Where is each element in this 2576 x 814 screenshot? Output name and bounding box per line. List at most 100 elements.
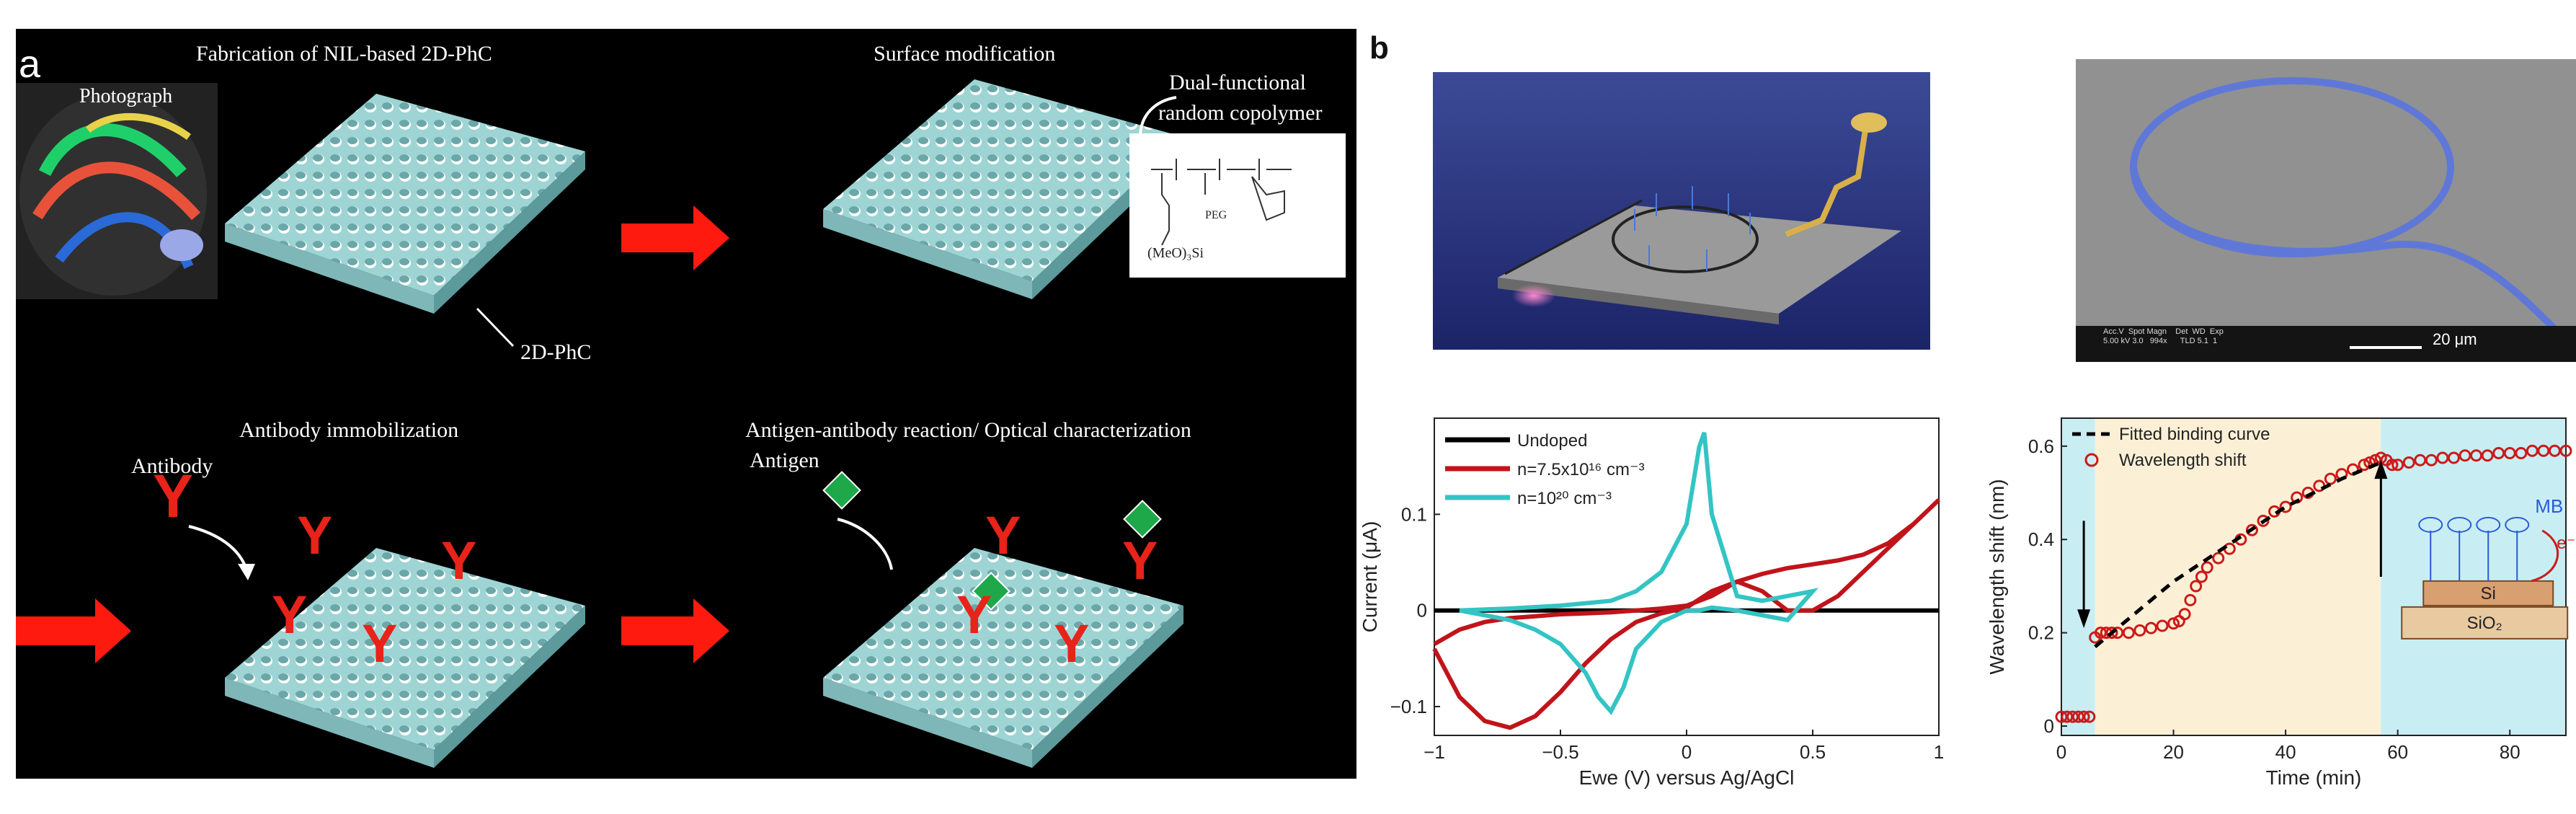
copolymer-structure <box>1129 133 1346 278</box>
inset-mb-label: MB <box>2535 495 2563 517</box>
data-point <box>2077 710 2090 723</box>
x-tick-label: 0.5 <box>1800 741 1826 763</box>
data-point <box>2195 570 2208 583</box>
data-point <box>2144 621 2157 634</box>
phc-label: 2D-PhC <box>520 340 592 364</box>
copolymer-label-2: random copolymer <box>1158 101 1323 125</box>
panel-a: a Photograph Fabrication of NIL-based 2D… <box>16 29 1356 779</box>
antigen-label: Antigen <box>750 448 820 472</box>
antibody-glyph: Y <box>297 505 333 565</box>
inset-mb-ring <box>2476 516 2501 533</box>
inset-mb-ring <box>2447 516 2472 533</box>
process-arrow-3 <box>621 598 729 663</box>
inset-electron-arrow <box>2531 529 2559 583</box>
ring-resonator-render <box>1433 72 1930 350</box>
antibody-glyph: Y <box>1054 614 1090 673</box>
data-point <box>2190 580 2203 593</box>
phc-slab-4 <box>823 548 1183 768</box>
step4-title: Antigen-antibody reaction/ Optical chara… <box>745 418 1191 442</box>
data-point <box>2184 593 2197 606</box>
x-tick-label: 1 <box>1934 741 1944 763</box>
data-point <box>2071 710 2084 723</box>
series-line <box>2094 461 2382 649</box>
data-point <box>2257 514 2270 527</box>
antibody-glyph: Y <box>956 585 992 645</box>
sem-meta-line-1: Acc.V Spot Magn Det WD Exp <box>2103 327 2224 336</box>
antibody-glyph: Y <box>985 505 1021 565</box>
injection-arrowhead <box>2077 609 2091 629</box>
inset-mb-ring <box>2418 516 2443 533</box>
data-point <box>2133 624 2146 637</box>
x-tick-label: 0 <box>1682 741 1692 763</box>
y-axis-label: Wavelength shift (nm) <box>1986 479 2008 674</box>
sem-image <box>2076 59 2576 362</box>
antibody-glyph: Y <box>1122 531 1158 590</box>
legend-label: Wavelength shift <box>2119 451 2247 470</box>
wafer-photograph <box>16 83 218 299</box>
data-point <box>2559 444 2572 457</box>
photograph-label: Photograph <box>79 85 173 107</box>
shaded-region <box>2061 418 2095 735</box>
panel-label-a: a <box>19 43 41 86</box>
x-tick-label: −1 <box>1424 741 1445 763</box>
data-point <box>2391 459 2404 472</box>
data-point <box>2447 451 2460 464</box>
data-point <box>2503 447 2516 460</box>
plot-frame <box>1434 417 1940 736</box>
data-point <box>2470 449 2483 462</box>
process-arrow-2 <box>16 598 131 663</box>
inset-sio2-label: SiO₂ <box>2467 614 2502 633</box>
x-tick-label: 40 <box>2275 741 2296 763</box>
x-tick-label: 0 <box>2056 741 2066 763</box>
data-point <box>2055 710 2068 723</box>
data-point <box>2515 447 2528 460</box>
data-point <box>2156 619 2169 632</box>
antibody-label: Antibody <box>131 454 213 478</box>
data-point <box>2324 472 2337 485</box>
data-point <box>2492 447 2505 460</box>
shaded-region <box>2381 418 2566 735</box>
x-axis-label: Ewe (V) versus Ag/AgCl <box>1579 766 1795 789</box>
data-point <box>2537 444 2550 457</box>
y-tick-label: −0.1 <box>1390 696 1427 717</box>
y-tick-label: 0.6 <box>2028 435 2054 457</box>
phc-slab-1 <box>225 94 585 314</box>
antibody-glyph: Y <box>362 614 398 673</box>
wash-arrowhead <box>2374 460 2388 479</box>
shaded-region <box>2095 418 2381 735</box>
step1-title: Fabrication of NIL-based 2D-PhC <box>196 42 492 66</box>
legend-label: n=7.5x10¹⁶ cm⁻³ <box>1517 460 1645 479</box>
data-point <box>2526 444 2539 457</box>
data-point <box>2105 627 2118 640</box>
data-point <box>2200 561 2213 574</box>
panel-a-drawing <box>16 79 1346 768</box>
y-tick-label: 0 <box>2044 715 2054 737</box>
y-tick-label: 0 <box>1417 600 1427 621</box>
antigen-diamond <box>972 572 1011 611</box>
antibody-glyph: Y <box>153 462 194 530</box>
inset-si-layer <box>2422 580 2554 606</box>
data-point <box>2245 523 2258 536</box>
process-arrow-1 <box>621 205 729 270</box>
data-point <box>2548 444 2561 457</box>
data-point <box>2279 500 2292 513</box>
data-point <box>2094 627 2107 640</box>
inset-sio2-layer <box>2401 606 2569 640</box>
data-point <box>2066 710 2079 723</box>
copolymer-label-1: Dual-functional <box>1169 71 1306 94</box>
data-point <box>2386 459 2399 472</box>
data-point <box>2459 449 2471 462</box>
data-point <box>2061 710 2074 723</box>
antigen-diamond <box>822 471 861 510</box>
data-point <box>2167 617 2180 630</box>
data-point <box>2122 627 2135 640</box>
data-point <box>2402 456 2415 469</box>
meo-label: (MeO)₃Si <box>1147 245 1204 261</box>
data-point <box>2212 552 2225 565</box>
y-tick-label: 0.2 <box>2028 622 2054 644</box>
inset-e-label: e⁻ <box>2557 534 2575 553</box>
series-line <box>1459 432 1818 715</box>
